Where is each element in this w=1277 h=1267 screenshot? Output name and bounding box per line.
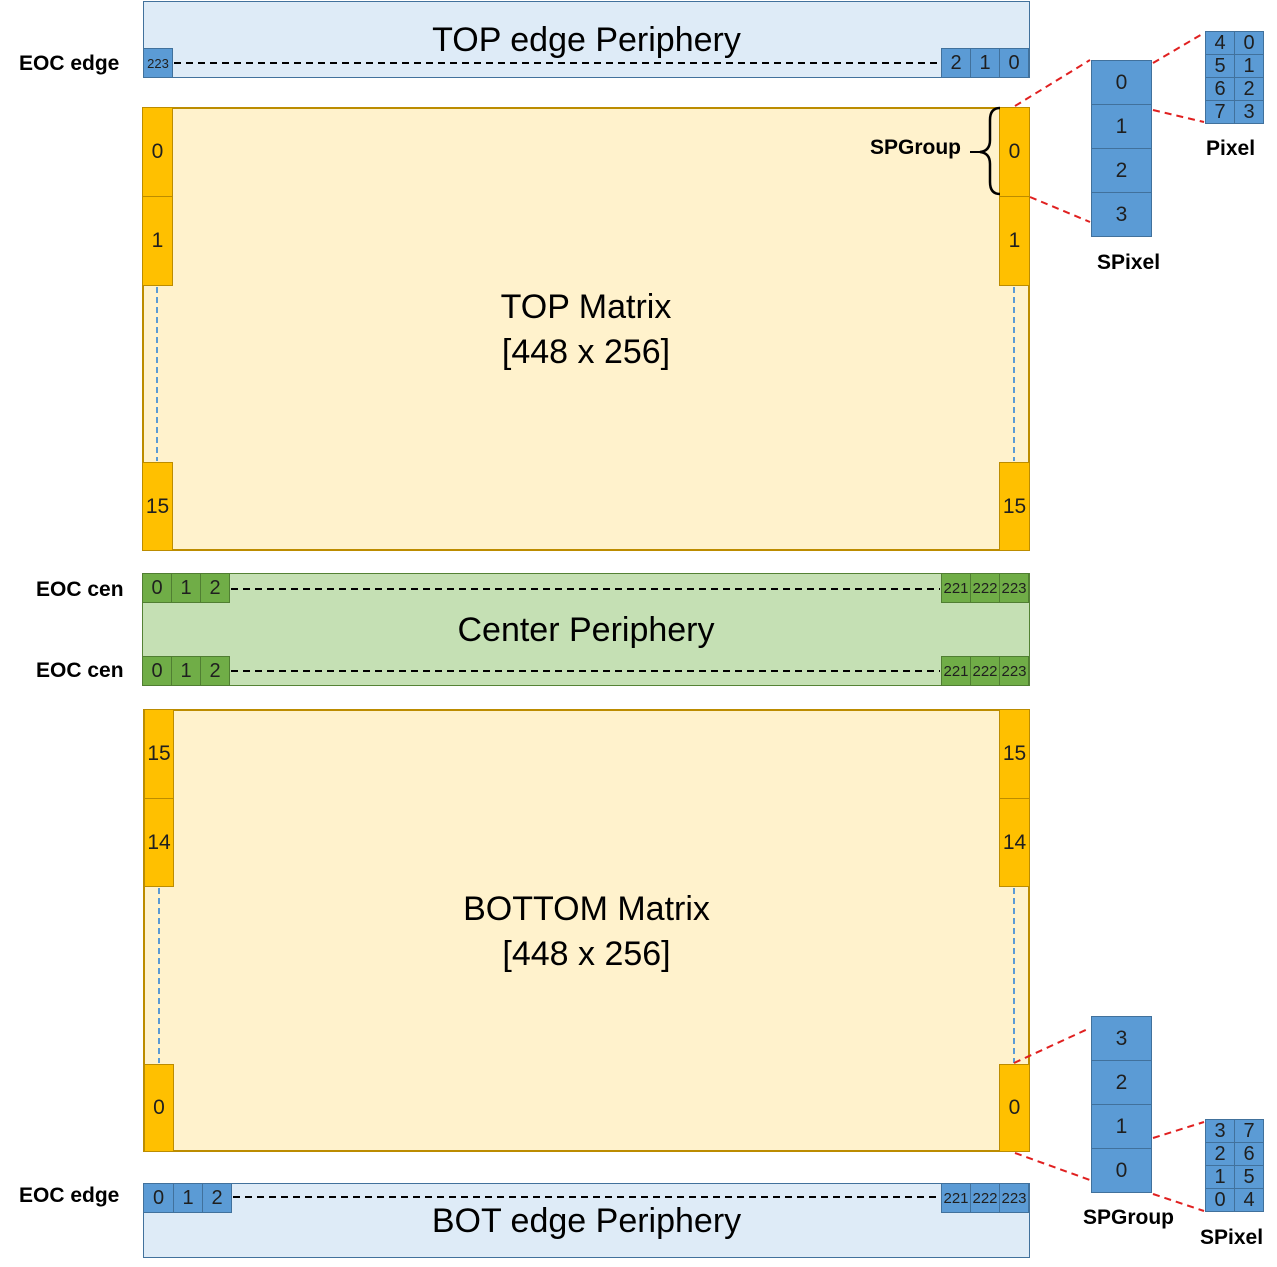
- top-pixel-cell: 1: [1234, 54, 1264, 78]
- top-spixel-cell-0: 0: [1091, 60, 1152, 105]
- bottom-spixel-cell: 7: [1234, 1119, 1264, 1143]
- bottom-zoom-line-spgroup-bottom: [1014, 1152, 1091, 1181]
- top-eoc-cell-0: 0: [999, 48, 1029, 78]
- center-top-cell-221: 221: [941, 573, 971, 603]
- bottom-right-spgroup-15: 15: [999, 709, 1030, 799]
- top-left-spgroup-1: 1: [142, 196, 173, 286]
- bot-edge-periphery-title: BOT edge Periphery: [431, 1201, 742, 1240]
- top-right-spgroup-0: 0: [999, 107, 1030, 197]
- top-eoc-edge-label: EOC edge: [19, 52, 120, 75]
- bottom-right-spgroup-0: 0: [999, 1064, 1030, 1152]
- bottom-left-spgroup-0: 0: [144, 1064, 174, 1152]
- top-left-spgroup-0: 0: [142, 107, 173, 197]
- top-zoom-line-spgroup-to-spixel-bottom: [1029, 196, 1091, 223]
- top-zoom-line-spixel-to-pixel-bottom: [1152, 109, 1205, 123]
- top-right-spgroup-15: 15: [999, 462, 1030, 551]
- spgroup-brace: [979, 106, 1001, 196]
- center-top-cell-1: 1: [171, 573, 201, 603]
- bottom-spgroup-cell-0: 0: [1091, 1148, 1152, 1193]
- bottom-spgroup-cell-2: 2: [1091, 1060, 1152, 1105]
- top-spixel-cell-2: 2: [1091, 148, 1152, 193]
- bottom-zoom-line-spgroup-top: [1013, 1027, 1091, 1064]
- bottom-left-spgroup-14: 14: [144, 798, 174, 887]
- bottom-zoom-line-spixel-bottom: [1152, 1193, 1205, 1212]
- bottom-right-spgroup-14: 14: [999, 798, 1030, 887]
- center-bottom-cell-223: 223: [999, 656, 1029, 686]
- center-eoc-label-top: EOC cen: [36, 578, 124, 601]
- top-left-spgroup-15: 15: [142, 462, 173, 551]
- bot-eoc-cell-221: 221: [941, 1183, 971, 1213]
- bottom-spgroup-cell-1: 1: [1091, 1104, 1152, 1149]
- top-pixel-cell: 5: [1205, 54, 1235, 78]
- top-eoc-cell-2: 2: [941, 48, 971, 78]
- bot-edge-periphery: [143, 1183, 1030, 1258]
- bottom-matrix: [143, 709, 1030, 1152]
- top-eoc-cell-223: 223: [143, 48, 173, 78]
- top-edge-periphery: [143, 1, 1030, 78]
- center-top-cell-2: 2: [200, 573, 230, 603]
- bottom-spixel-label: SPixel: [1200, 1226, 1264, 1249]
- bottom-matrix-title: BOTTOM Matrix: [463, 889, 710, 928]
- top-spgroup-label: SPGroup: [870, 136, 962, 159]
- top-zoom-line-spixel-to-pixel-top: [1152, 32, 1205, 64]
- top-matrix-size: [448 x 256]: [501, 332, 671, 371]
- top-spixel-cell-1: 1: [1091, 104, 1152, 149]
- bottom-spixel-cell: 4: [1234, 1188, 1264, 1212]
- center-bottom-cell-2: 2: [200, 656, 230, 686]
- bot-eoc-cell-0: 0: [143, 1183, 174, 1213]
- center-bottom-cell-222: 222: [970, 656, 1000, 686]
- top-right-spgroup-1: 1: [999, 196, 1030, 286]
- top-pixel-label: Pixel: [1206, 137, 1256, 160]
- bot-eoc-cell-222: 222: [970, 1183, 1000, 1213]
- top-spixel-cell-3: 3: [1091, 192, 1152, 237]
- bottom-left-spgroup-15: 15: [144, 709, 174, 799]
- center-bottom-cell-0: 0: [142, 656, 172, 686]
- center-eoc-label-bottom: EOC cen: [36, 659, 124, 682]
- bot-eoc-cell-223: 223: [999, 1183, 1029, 1213]
- top-spixel-label: SPixel: [1097, 251, 1161, 274]
- top-pixel-cell: 3: [1234, 100, 1264, 124]
- top-matrix: [142, 107, 1030, 551]
- center-periphery: [142, 573, 1030, 686]
- bot-eoc-edge-label: EOC edge: [19, 1184, 120, 1207]
- top-zoom-line-spgroup-to-spixel-top: [1014, 59, 1091, 107]
- bottom-spgroup-label: SPGroup: [1083, 1206, 1175, 1229]
- bottom-spixel-cell: 1: [1205, 1165, 1235, 1189]
- center-periphery-title: Center Periphery: [457, 610, 715, 649]
- center-bottom-cell-221: 221: [941, 656, 971, 686]
- top-edge-periphery-title: TOP edge Periphery: [432, 20, 741, 59]
- bottom-matrix-size: [448 x 256]: [502, 934, 671, 973]
- center-top-cell-223: 223: [999, 573, 1029, 603]
- top-matrix-title: TOP Matrix: [500, 287, 672, 326]
- bottom-zoom-line-spixel-top: [1152, 1121, 1205, 1139]
- bot-eoc-cell-2: 2: [202, 1183, 232, 1213]
